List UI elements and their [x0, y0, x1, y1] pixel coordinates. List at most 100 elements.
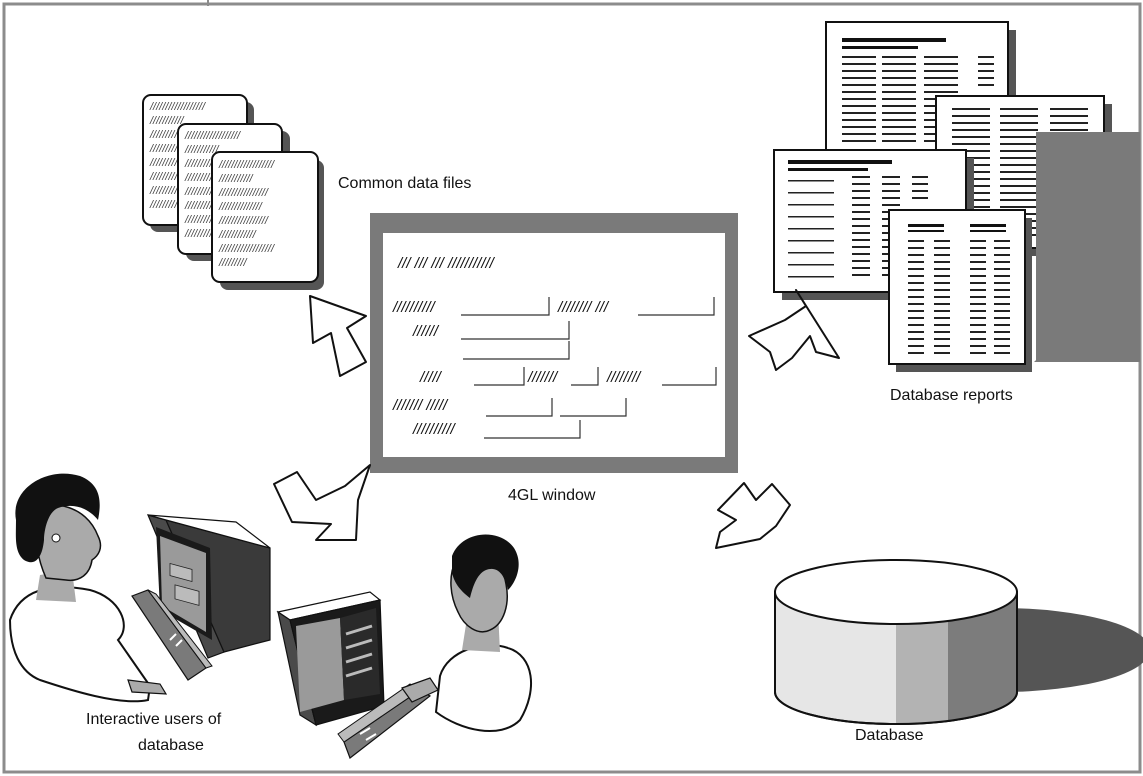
file-text-line: ///////// [184, 228, 213, 240]
form-field [463, 341, 570, 360]
report-line [1000, 171, 1038, 173]
report-line [1000, 115, 1038, 117]
user-woman-icon [8, 473, 168, 703]
arrow-to-database-icon [715, 482, 791, 549]
file-text-line: //////////// [218, 229, 257, 241]
report-line [908, 303, 924, 305]
report-line [842, 70, 876, 72]
report-line [788, 276, 834, 278]
file-text-line: ////////////// [218, 201, 263, 213]
report-line [952, 143, 990, 145]
report-line [924, 70, 958, 72]
report-line [852, 232, 870, 234]
form-label: /////// ///// [392, 397, 449, 414]
user-man-icon [401, 534, 533, 733]
form-field [486, 398, 553, 417]
report-line [882, 91, 916, 93]
report-line [1000, 150, 1038, 152]
report-line [1050, 115, 1088, 117]
report-line [970, 240, 986, 242]
report-line [882, 63, 916, 65]
report-line [970, 331, 986, 333]
report-line [842, 56, 876, 58]
report-line [994, 345, 1010, 347]
reports-icon [773, 21, 1140, 372]
form-field [638, 297, 715, 316]
report-line [970, 289, 986, 291]
reports-label: Database reports [890, 387, 1013, 404]
report-line [908, 268, 924, 270]
report-line [842, 112, 876, 114]
report-line [1000, 122, 1038, 124]
report-line [970, 317, 986, 319]
report-line [934, 310, 950, 312]
report-line [978, 56, 994, 58]
report-line [852, 274, 870, 276]
report-line [952, 129, 990, 131]
report-line [934, 254, 950, 256]
report-line [970, 282, 986, 284]
form-label: ////////// [392, 299, 437, 316]
database-cylinder-icon [774, 559, 1143, 725]
arrow-to-data-files-icon [309, 295, 367, 377]
report-line [788, 192, 834, 194]
report-line [882, 77, 916, 79]
report-line [934, 261, 950, 263]
report-line [788, 180, 834, 182]
form-label: ///// [419, 369, 443, 386]
file-text-line: ////////////////// [218, 243, 275, 255]
report-line [842, 126, 876, 128]
file-text-line: ////////////////// [184, 130, 241, 142]
report-line [882, 70, 916, 72]
file-text-line: ////////////////// [218, 159, 275, 171]
report-line [994, 289, 1010, 291]
report-line [952, 150, 990, 152]
report-line [994, 254, 1010, 256]
report-line [842, 140, 876, 142]
window-title-slashes: /// /// /// /////////// [397, 255, 496, 272]
report-line [970, 268, 986, 270]
report-line [978, 77, 994, 79]
report-line [908, 324, 924, 326]
report-line [924, 84, 958, 86]
file-text-line: ///////// [149, 199, 178, 211]
report-header-line [970, 224, 1006, 227]
report-line [994, 324, 1010, 326]
report-line [788, 204, 834, 206]
report-line [852, 253, 870, 255]
report-line [908, 240, 924, 242]
form-field [461, 321, 570, 340]
report-line [908, 247, 924, 249]
report-line [1000, 185, 1038, 187]
report-line [882, 133, 916, 135]
report-line [1000, 199, 1038, 201]
report-line [882, 140, 916, 142]
report-line [908, 254, 924, 256]
report-line [908, 261, 924, 263]
report-line [970, 261, 986, 263]
report-line [852, 246, 870, 248]
report-line [994, 275, 1010, 277]
report-line [908, 289, 924, 291]
report-line [842, 77, 876, 79]
report-line [842, 133, 876, 135]
report-line [934, 331, 950, 333]
report-line [912, 190, 928, 192]
report-line [952, 108, 990, 110]
report-line [994, 317, 1010, 319]
form-field [461, 297, 550, 316]
report-line [788, 216, 834, 218]
file-text-line: //////////////// [218, 187, 269, 199]
report-line [842, 91, 876, 93]
form-field [484, 420, 581, 439]
file-text-line: /////////// [149, 115, 185, 127]
report-line [934, 289, 950, 291]
form-label: //////// /// [557, 299, 610, 316]
report-line [852, 176, 870, 178]
report-line [934, 275, 950, 277]
report-line [1000, 157, 1038, 159]
arrow-to-users-icon [273, 464, 371, 541]
report-line [934, 324, 950, 326]
database-label: Database [855, 727, 924, 744]
